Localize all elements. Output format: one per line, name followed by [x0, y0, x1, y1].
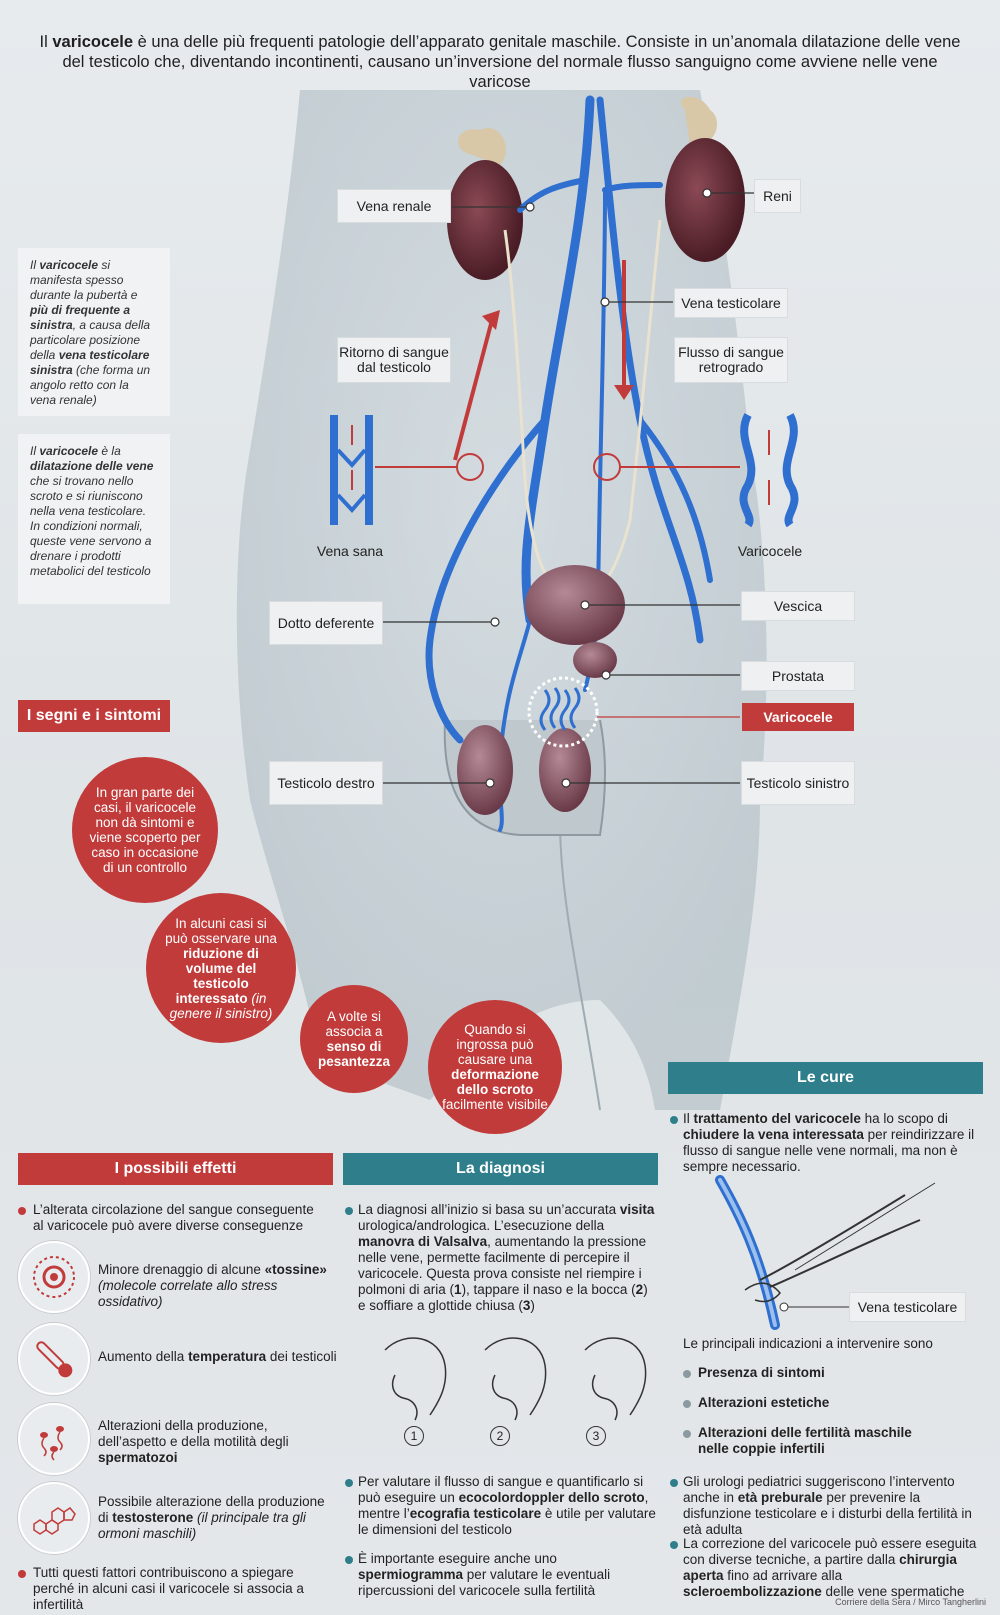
diagnosi-spermiogramma: È importante eseguire anche uno spermiog…: [358, 1551, 611, 1598]
effect-testosterone: Possibile alterazione della produzione d…: [98, 1494, 325, 1541]
effetti-intro-bullet: [18, 1207, 26, 1215]
indicazione-bullet-2: [683, 1400, 691, 1408]
effetti-outro-bullet: [18, 1570, 26, 1578]
label-prostata: Prostata: [742, 662, 854, 690]
effect-spermatozoi: Alterazioni della produzione, dell’aspet…: [98, 1418, 289, 1465]
valsalva-illustration: [384, 1337, 647, 1421]
cure-indicazioni-intro: Le principali indicazioni a intervenire …: [683, 1336, 933, 1351]
cure-tecniche: La correzione del varicocele può essere …: [683, 1536, 977, 1599]
thermometer-icon: [18, 1323, 90, 1395]
step-2-badge: 2: [490, 1426, 510, 1446]
diagnosi-bullet-3: [345, 1556, 353, 1564]
bladder: [525, 565, 625, 645]
cure-bullet-1: [670, 1116, 678, 1124]
label-flusso-retrogrado: Flusso di sangue retrogrado: [675, 338, 787, 382]
leader-lines: [382, 188, 755, 788]
effetti-outro: Tutti questi fattori contribuiscono a sp…: [33, 1565, 304, 1612]
label-vena-renale: Vena renale: [338, 190, 450, 222]
diagnosi-bullet-2: [345, 1479, 353, 1487]
info-box-dilatazione: Il varicocele è la dilatazione delle ven…: [18, 434, 170, 604]
indicazione-estetiche: Alterazioni estetiche: [698, 1395, 830, 1410]
prostate: [573, 642, 617, 678]
effetti-intro: L’alterata circolazione del sangue conse…: [33, 1202, 314, 1233]
indicazione-bullet-3: [683, 1430, 691, 1438]
section-cure-header: Le cure: [668, 1062, 983, 1094]
left-kidney: [665, 96, 745, 262]
cure-bullet-3: [670, 1541, 678, 1549]
symptom-circle-1: In gran parte dei casi, il varicocele no…: [72, 757, 218, 903]
surgery-illustration: [715, 1175, 936, 1330]
indicazione-fertilita: Alterazioni delle fertilità maschile nel…: [698, 1425, 912, 1456]
label-testicolo-sinistro: Testicolo sinistro: [742, 762, 854, 804]
toxins-icon: [18, 1241, 90, 1313]
info-box-pubertà: Il varicocele si manifesta spesso durant…: [18, 248, 170, 416]
section-effetti-header: I possibili effetti: [18, 1153, 333, 1185]
diagnosi-visita: La diagnosi all’inizio si basa su un’acc…: [358, 1202, 655, 1313]
healthy-vein-diagram: [330, 415, 373, 525]
cure-eta-preburale: Gli urologi pediatrici suggeriscono l’in…: [683, 1474, 972, 1537]
left-testicle: [539, 728, 591, 812]
label-varicocele-diagram: Varicocele: [737, 543, 803, 559]
cure-bullet-2: [670, 1479, 678, 1487]
symptom-circle-3: A volte si associa a senso di pesantezza: [300, 985, 408, 1093]
label-reni: Reni: [755, 180, 800, 212]
indicazione-bullet-1: [683, 1370, 691, 1378]
sperm-icon: [18, 1403, 90, 1475]
label-varicocele: Varicocele: [742, 703, 854, 731]
symptom-circle-2: In alcuni casi si può osservare una ridu…: [146, 893, 296, 1043]
varicocele-highlight: [527, 676, 599, 748]
right-kidney: [447, 128, 523, 280]
section-diagnosi-header: La diagnosi: [343, 1153, 658, 1185]
effect-temperatura: Aumento della temperatura dei testicoli: [98, 1349, 337, 1364]
pampiniform-plexus: [539, 687, 581, 731]
step-3-badge: 3: [586, 1426, 606, 1446]
varicose-vein-diagram: [739, 413, 799, 528]
effect-tossine: Minore drenaggio di alcune «tossine» (mo…: [98, 1262, 327, 1309]
label-vescica: Vescica: [742, 592, 854, 620]
right-testicle: [457, 725, 513, 815]
intro-text: Il varicocele è una delle più frequenti …: [39, 33, 961, 91]
label-vena-sana: Vena sana: [316, 543, 384, 559]
steroid-molecule-icon: [18, 1482, 90, 1554]
cure-trattamento: Il trattamento del varicocele ha lo scop…: [683, 1111, 975, 1174]
label-dotto-deferente: Dotto deferente: [270, 602, 382, 644]
diagnosi-ecocolordoppler: Per valutare il flusso di sangue e quant…: [358, 1474, 656, 1537]
section-segni-sintomi-header: I segni e i sintomi: [18, 700, 170, 732]
indicazione-sintomi: Presenza di sintomi: [698, 1365, 825, 1380]
symptom-circle-4: Quando si ingrossa può causare una defor…: [428, 1000, 562, 1134]
label-vena-testicolare-cure: Vena testicolare: [850, 1293, 965, 1321]
step-1-badge: 1: [404, 1426, 424, 1446]
diagnosi-bullet-1: [345, 1207, 353, 1215]
label-ritorno-sangue: Ritorno di sangue dal testicolo: [338, 338, 450, 382]
credit-line: Corriere della Sera / Mirco Tangherlini: [835, 1597, 986, 1607]
label-testicolo-destro: Testicolo destro: [270, 762, 382, 804]
label-vena-testicolare: Vena testicolare: [675, 289, 787, 317]
